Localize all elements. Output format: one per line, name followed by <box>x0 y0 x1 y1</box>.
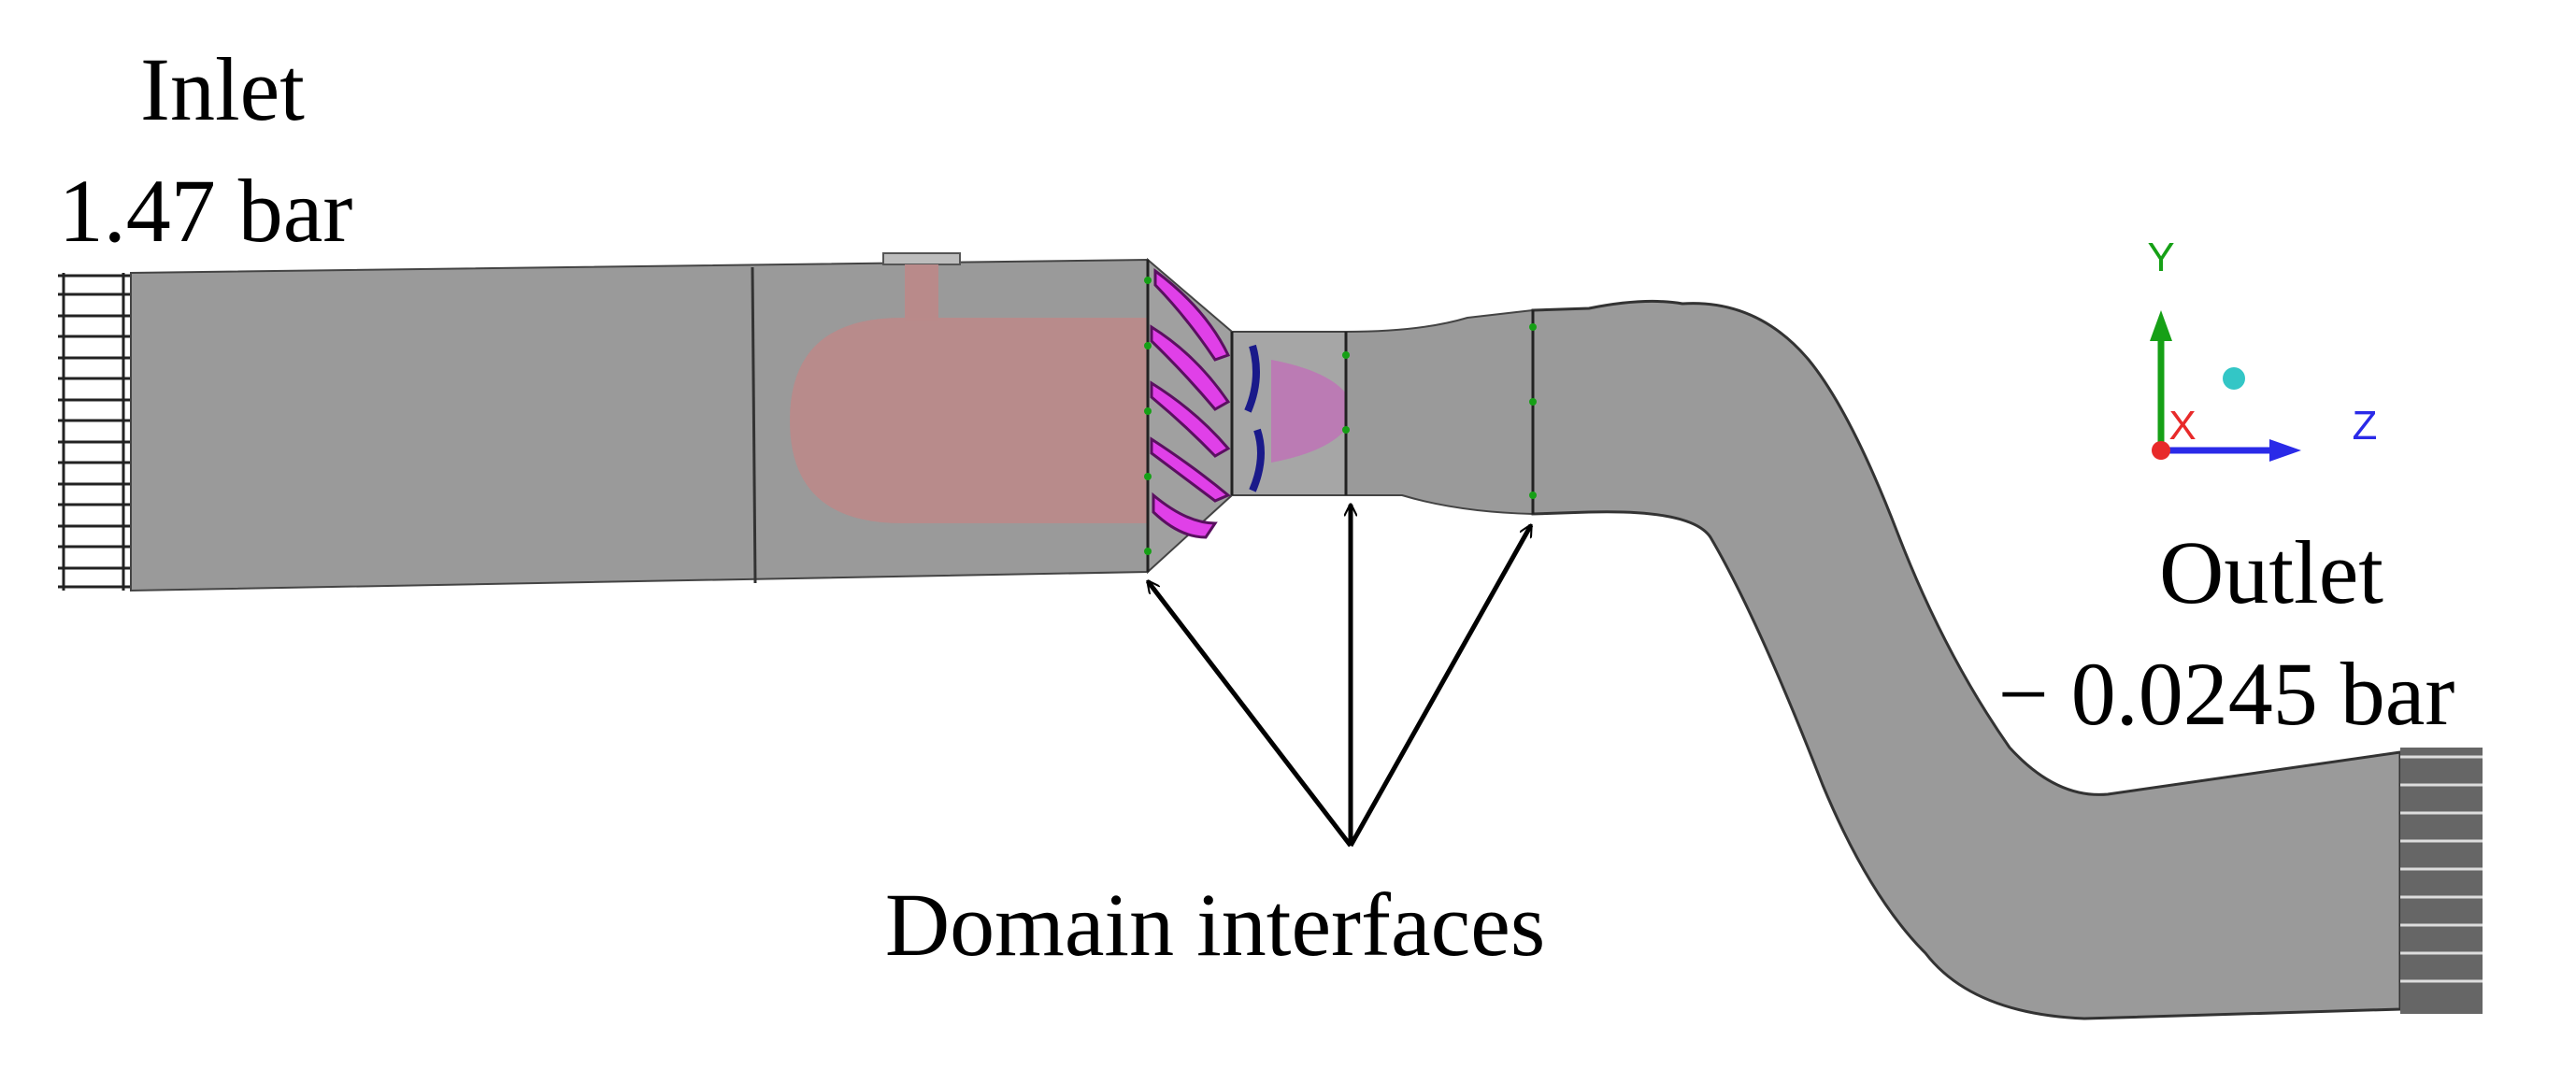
arrow-interface-3 <box>1348 525 1534 848</box>
arrow-interface-1 <box>1148 581 1352 848</box>
axis-z-label: Z <box>2353 403 2378 449</box>
outlet-pressure: − 0.0245 bar <box>1998 644 2455 744</box>
domain-interfaces-label: Domain interfaces <box>885 875 1545 975</box>
axis-triad: Y Z X <box>2147 235 2377 462</box>
top-pipe <box>905 264 938 321</box>
axis-x-label: X <box>2168 403 2196 449</box>
axis-z-arrowhead <box>2269 439 2301 462</box>
inlet-title: Inlet <box>140 39 305 139</box>
interface-arrows <box>1148 505 1534 848</box>
outlet-grid <box>2400 748 2483 1014</box>
draft-tube <box>1531 299 2402 1020</box>
outlet-title: Outlet <box>2159 522 2383 622</box>
runner-hub <box>1271 360 1355 463</box>
runner-blades <box>1244 344 1265 492</box>
inlet-pressure: 1.47 bar <box>59 161 353 261</box>
inlet-grid <box>58 273 131 591</box>
top-pipe-cap <box>882 252 961 265</box>
duct-joint <box>751 266 757 584</box>
axis-origin <box>2152 441 2170 460</box>
axis-y-label: Y <box>2147 235 2174 280</box>
guide-vanes <box>1150 268 1231 539</box>
axis-dot <box>2223 367 2245 390</box>
axis-y-arrowhead <box>2150 310 2172 341</box>
bulb-casing <box>790 318 1150 523</box>
throat-section <box>1345 308 1534 516</box>
interface-lines <box>1146 260 1535 572</box>
interface-nodes <box>1144 277 1537 555</box>
